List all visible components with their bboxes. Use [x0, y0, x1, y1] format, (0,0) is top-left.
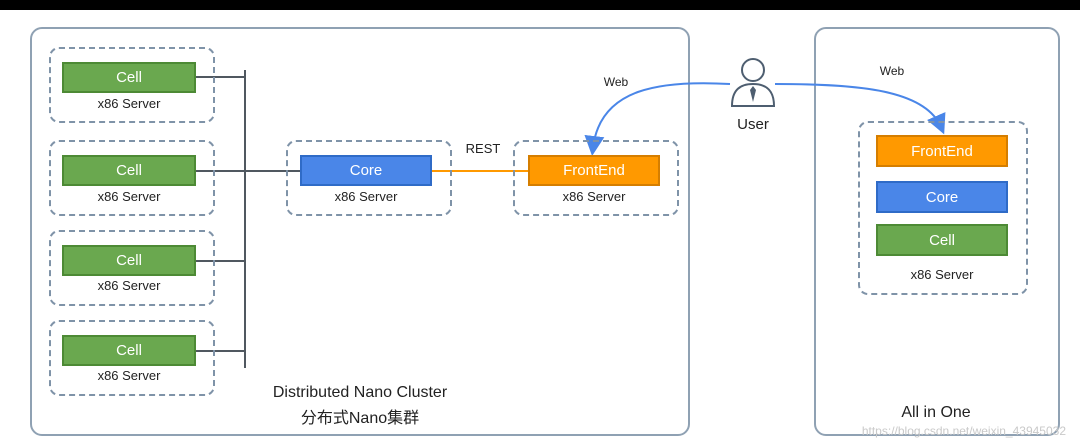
cell-server-group-3 — [49, 230, 215, 306]
all-in-one-server-label: x86 Server — [910, 267, 974, 282]
rest-label: REST — [465, 141, 501, 156]
cell-server-group-2 — [49, 140, 215, 216]
core-server-group — [286, 140, 452, 216]
cluster-title: Distributed Nano Cluster — [272, 384, 448, 401]
web-label-distributed: Web — [603, 75, 629, 89]
user-label: User — [737, 116, 769, 133]
core-server-label: x86 Server — [334, 189, 398, 204]
cell-node-2: Cell — [62, 155, 196, 186]
all-in-one-title: All in One — [901, 404, 971, 421]
cell-server-label-4: x86 Server — [97, 368, 161, 383]
web-label-all-in-one: Web — [879, 64, 905, 78]
cell-server-label-2: x86 Server — [97, 189, 161, 204]
cell-node-1: Cell — [62, 62, 196, 93]
web-link-all-in-one — [774, 83, 946, 135]
cell-server-label-3: x86 Server — [97, 278, 161, 293]
user-icon — [730, 58, 776, 107]
cluster-subtitle: 分布式Nano集群 — [300, 410, 420, 427]
all-in-one-frontend-node: FrontEnd — [876, 135, 1008, 167]
cell-node-3: Cell — [62, 245, 196, 276]
web-link-distributed — [584, 82, 731, 156]
cell-server-group-4 — [49, 320, 215, 396]
all-in-one-core-node: Core — [876, 181, 1008, 213]
cell-server-label-1: x86 Server — [97, 96, 161, 111]
cell-node-4: Cell — [62, 335, 196, 366]
all-in-one-cell-node: Cell — [876, 224, 1008, 256]
core-node: Core — [300, 155, 432, 186]
all-in-one-server-group — [858, 121, 1028, 295]
watermark: https://blog.csdn.net/weixin_43945032 — [861, 424, 1066, 438]
frontend-server-label: x86 Server — [562, 189, 626, 204]
frontend-server-group — [513, 140, 679, 216]
frontend-node: FrontEnd — [528, 155, 660, 186]
cell-server-group-1 — [49, 47, 215, 123]
